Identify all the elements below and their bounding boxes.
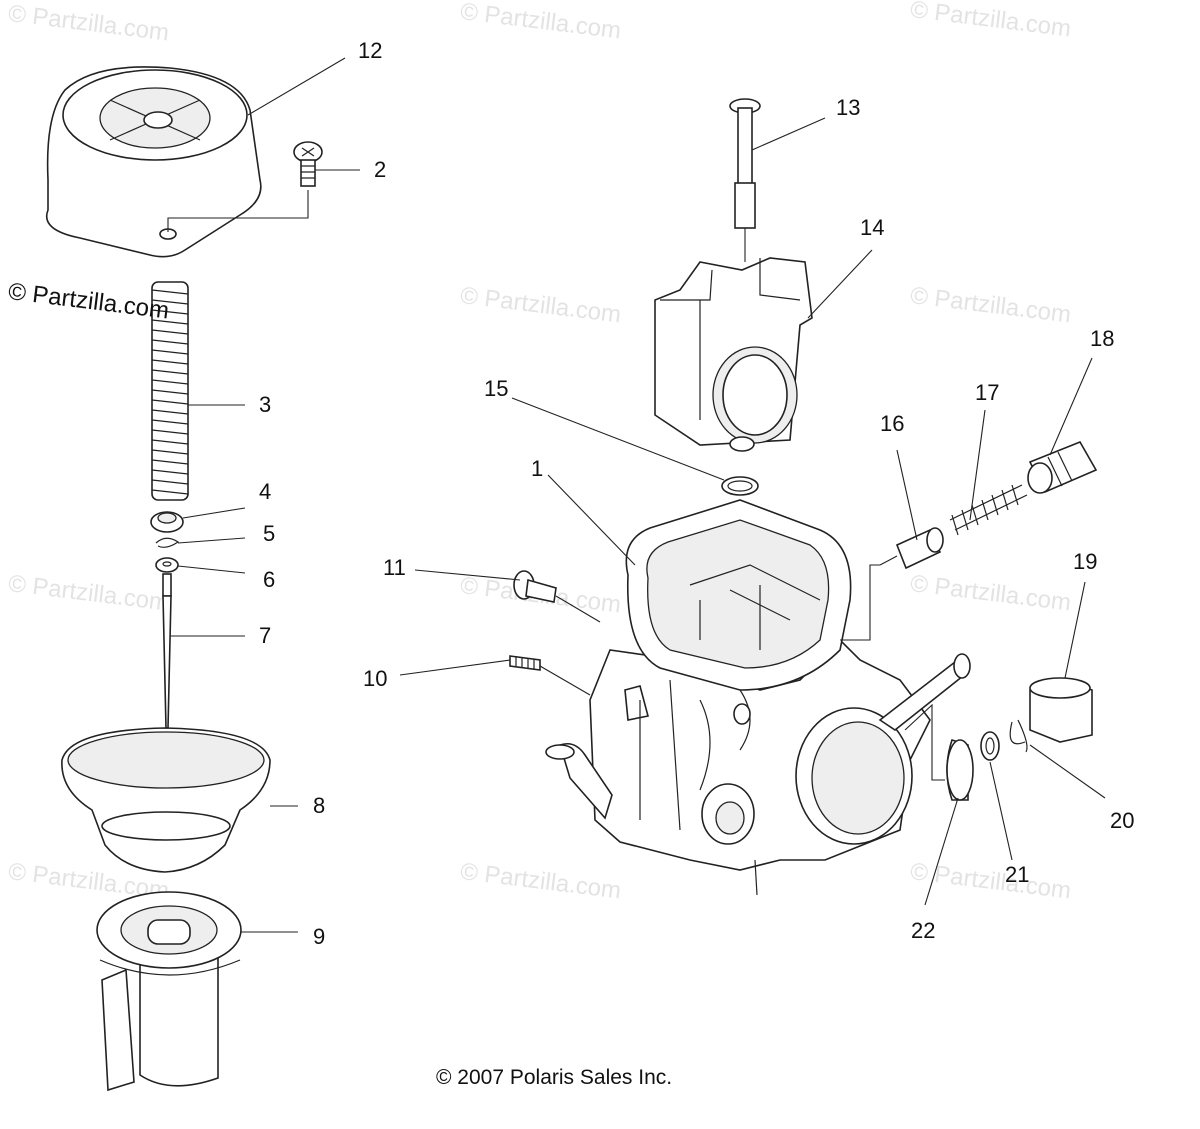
part-3-spring <box>151 281 189 501</box>
callout-7: 7 <box>259 623 272 648</box>
callout-19: 19 <box>1073 549 1098 574</box>
callout-14: 14 <box>860 215 885 240</box>
callout-18: 18 <box>1090 326 1115 351</box>
part-20-clip <box>1009 719 1028 753</box>
part-2-screw <box>293 141 323 187</box>
part-12-cover <box>45 66 262 258</box>
part-15-oring <box>721 476 759 496</box>
part-6-washer <box>155 557 179 573</box>
part-16-plunger <box>879 527 944 570</box>
callout-3: 3 <box>259 392 272 417</box>
callout-16: 16 <box>880 411 905 436</box>
callout-20: 20 <box>1110 808 1135 833</box>
callout-1: 1 <box>531 456 544 481</box>
callout-4: 4 <box>259 479 272 504</box>
part-18-fitting <box>1027 440 1098 494</box>
callout-2: 2 <box>374 157 387 182</box>
part-4-retainer <box>150 511 184 533</box>
callout-8: 8 <box>313 793 326 818</box>
part-9-slide <box>96 891 242 1092</box>
callout-15: 15 <box>484 376 509 401</box>
part-7-needle <box>162 573 172 729</box>
callout-6: 6 <box>263 567 276 592</box>
part-22-bushing <box>946 739 974 801</box>
callout-11: 11 <box>383 555 406 580</box>
callout-5: 5 <box>263 521 276 546</box>
part-13-rod <box>729 98 761 262</box>
part-17-spring <box>949 484 1028 536</box>
part-8-diaphragm <box>61 727 271 873</box>
callout-22: 22 <box>911 918 936 943</box>
callout-9: 9 <box>313 924 326 949</box>
part-19-cap <box>1029 677 1093 743</box>
callout-13: 13 <box>836 95 861 120</box>
part-5-clip <box>155 537 180 548</box>
part-1-carburetor-body <box>545 499 971 896</box>
part-14-bracket <box>654 257 813 452</box>
callout-12: 12 <box>358 38 383 63</box>
callout-21: 21 <box>1005 862 1030 887</box>
part-11-screw <box>513 570 557 603</box>
callout-10: 10 <box>363 666 388 691</box>
copyright-text: © 2007 Polaris Sales Inc. <box>436 1066 673 1089</box>
part-10-screw <box>509 655 541 671</box>
callout-17: 17 <box>975 380 1000 405</box>
part-21-washer <box>980 731 1000 761</box>
